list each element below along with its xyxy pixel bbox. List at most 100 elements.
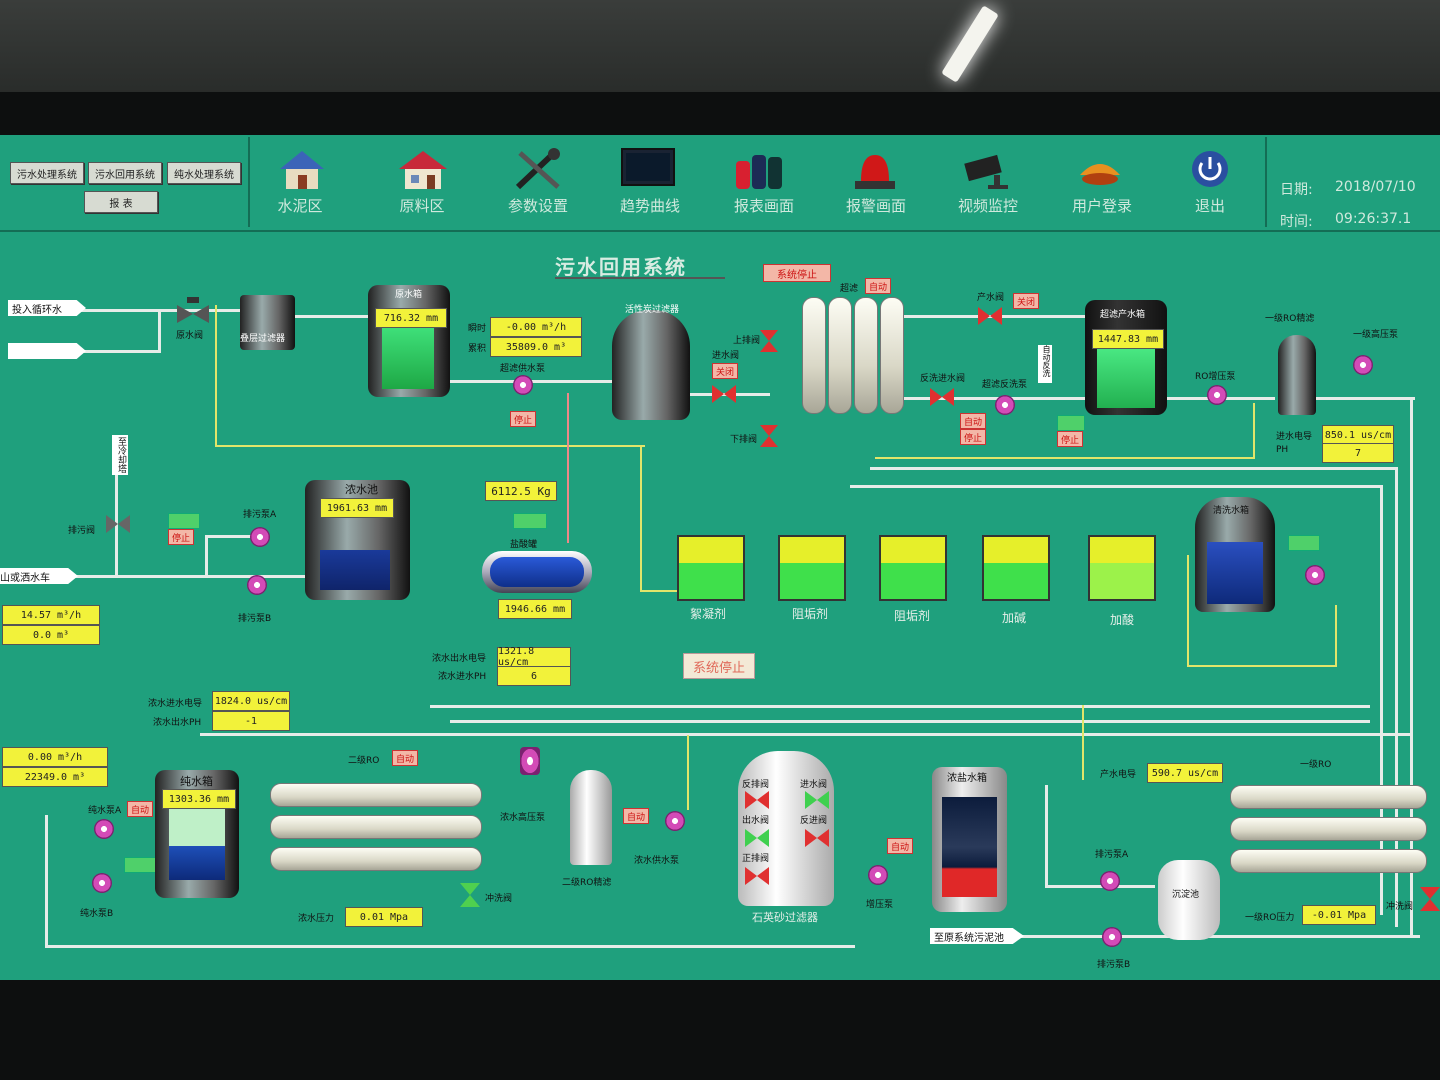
pipe — [850, 485, 1380, 488]
tools-icon — [515, 148, 560, 190]
ro-booster-pump[interactable] — [1207, 385, 1227, 405]
pure-pump-a-label: 纯水泵A — [88, 806, 122, 816]
carbon-filter — [612, 310, 690, 420]
nav-sewage-system[interactable]: 污水处理系统 — [10, 162, 84, 184]
uf-feed-pump[interactable] — [513, 375, 533, 395]
divider — [1265, 137, 1267, 227]
system-stop-button[interactable]: 系统停止 — [763, 264, 831, 282]
conc-feed-pump[interactable] — [665, 811, 685, 831]
ro1-hp-label: 一级高压泵 — [1353, 330, 1399, 340]
dosing-tank-acid — [1088, 535, 1156, 601]
uf-tank-label: 超滤产水箱 — [1100, 310, 1146, 320]
pipe — [1395, 467, 1398, 927]
report-icon — [736, 155, 782, 189]
conc-pool-level: 1961.63 mm — [320, 498, 394, 518]
pure-pump-b[interactable] — [92, 873, 112, 893]
ro1-flush-label: 冲洗阀 — [1386, 902, 1414, 912]
drain-pump-a[interactable] — [250, 527, 270, 547]
page-title: 污水回用系统 — [555, 251, 725, 279]
uf-product-tank — [1085, 300, 1167, 415]
ro1-filter-label: 一级RO精滤 — [1265, 314, 1315, 324]
user-icon — [1080, 164, 1120, 185]
up-drain-valve-icon[interactable] — [760, 330, 778, 352]
pipe — [1253, 403, 1255, 459]
down-drain-valve-icon[interactable] — [760, 425, 778, 447]
monitor-icon — [621, 148, 675, 186]
system-status-center: 系统停止 — [683, 653, 755, 679]
nav-pure-system[interactable]: 纯水处理系统 — [167, 162, 241, 184]
pure-pump-b-indicator — [124, 857, 156, 873]
nav-reuse-system[interactable]: 污水回用系统 — [88, 162, 162, 184]
ro2-membrane-1 — [270, 783, 482, 807]
drain-valve-icon[interactable] — [106, 507, 130, 541]
ro1-membrane-1 — [1230, 785, 1427, 809]
flush-valve-icon[interactable] — [460, 883, 480, 907]
pipe — [20, 575, 205, 578]
nav-report[interactable]: 报 表 — [84, 191, 158, 213]
drain-pump-b[interactable] — [247, 575, 267, 595]
ro1-flush-valve-icon[interactable] — [1420, 887, 1440, 911]
uf-label: 超滤 — [840, 284, 859, 294]
prod-valve-status: 关闭 — [1013, 293, 1040, 309]
pure-pump-a[interactable] — [94, 819, 114, 839]
toolbar-label: 视频监控 — [957, 197, 1018, 215]
pipe — [1410, 397, 1413, 937]
ro-booster-label: RO增压泵 — [1195, 372, 1236, 382]
conc-pool-label: 浓水池 — [345, 483, 378, 496]
ro1-hp-pump[interactable] — [1353, 355, 1373, 375]
bw-valve-icon[interactable] — [805, 829, 829, 847]
pipe — [80, 350, 160, 353]
conc-hp-pump[interactable] — [520, 747, 540, 775]
ro1-pressure-value: -0.01 Mpa — [1302, 905, 1376, 925]
conc-feed-label: 浓水供水泵 — [634, 856, 680, 866]
feed-tank-level: 716.32 mm — [375, 308, 447, 328]
toolbar-label: 报警画面 — [845, 197, 906, 215]
sand-filter — [738, 751, 834, 906]
pipe — [158, 309, 161, 353]
pipe — [45, 815, 48, 945]
pipe — [205, 535, 208, 577]
flow-3: 0.00 m³/h — [2, 747, 108, 767]
booster-pump[interactable] — [868, 865, 888, 885]
time-value: 09:26:37.1 — [1335, 211, 1412, 227]
uf-feed-pump-status: 停止 — [510, 411, 537, 427]
bw-pump-label: 超滤反洗泵 — [982, 380, 1028, 390]
toolbar-label: 水泥区 — [277, 197, 323, 215]
inlet-valve-icon[interactable] — [712, 385, 736, 403]
pipe — [1045, 785, 1048, 885]
bw-pump[interactable] — [995, 395, 1015, 415]
drain-valve-indicator — [168, 513, 200, 529]
clean-tank-label: 清洗水箱 — [1213, 506, 1250, 516]
flow-total-label: 累积 — [468, 344, 487, 354]
raw-valve-icon — [177, 297, 209, 323]
acid-indicator — [513, 513, 547, 529]
laminated-filter — [240, 295, 295, 350]
bw-in-valve-icon[interactable] — [930, 388, 954, 406]
brine-tank-label: 浓盐水箱 — [947, 773, 987, 784]
clean-pump[interactable] — [1305, 565, 1325, 585]
uf-mode-status: 自动 — [865, 278, 892, 294]
ro2-filter-label: 二级RO精滤 — [562, 878, 612, 888]
dosing-tank-alkali — [982, 535, 1050, 601]
fwd-drain-valve-icon[interactable] — [745, 867, 769, 885]
ro2-prefilter — [570, 770, 612, 865]
clean-tank-indicator — [1288, 535, 1320, 551]
bw-pump-mode: 自动 — [960, 413, 987, 429]
out-valve-icon[interactable] — [745, 829, 769, 847]
pipe — [450, 720, 1370, 723]
acid-weight: 6112.5 Kg — [485, 481, 557, 501]
pipe — [1187, 665, 1337, 667]
sediment-pump-a[interactable] — [1100, 871, 1120, 891]
sediment-pump-b[interactable] — [1102, 927, 1122, 947]
ro2-label: 二级RO — [348, 756, 380, 766]
back-drain-valve-icon[interactable] — [745, 791, 769, 809]
sediment-label: 沉淀池 — [1172, 890, 1200, 900]
bw-valve-label: 反进阀 — [800, 816, 828, 826]
feed-tank-label: 原水箱 — [395, 290, 423, 300]
in-valve-icon[interactable] — [805, 791, 829, 809]
prod-cond-label: 产水电导 — [1100, 770, 1137, 780]
carbon-filter-label: 活性炭过滤器 — [625, 305, 680, 315]
dosing-label-alkali: 加碱 — [1002, 611, 1027, 625]
prod-valve-icon[interactable] — [978, 307, 1002, 325]
pump-a-label: 排污泵A — [243, 510, 277, 520]
